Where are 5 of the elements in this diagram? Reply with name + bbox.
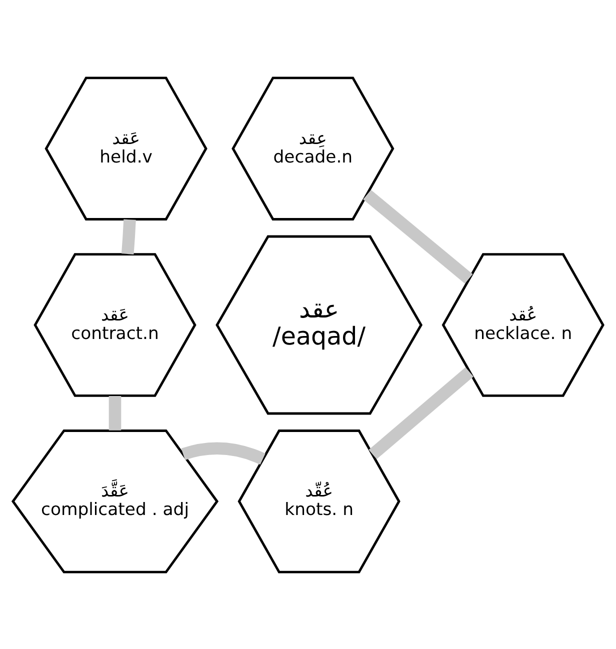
connector: [181, 442, 266, 464]
connector: [121, 218, 136, 254]
connector: [363, 189, 473, 284]
connector: [108, 395, 122, 430]
connector: [368, 366, 474, 459]
